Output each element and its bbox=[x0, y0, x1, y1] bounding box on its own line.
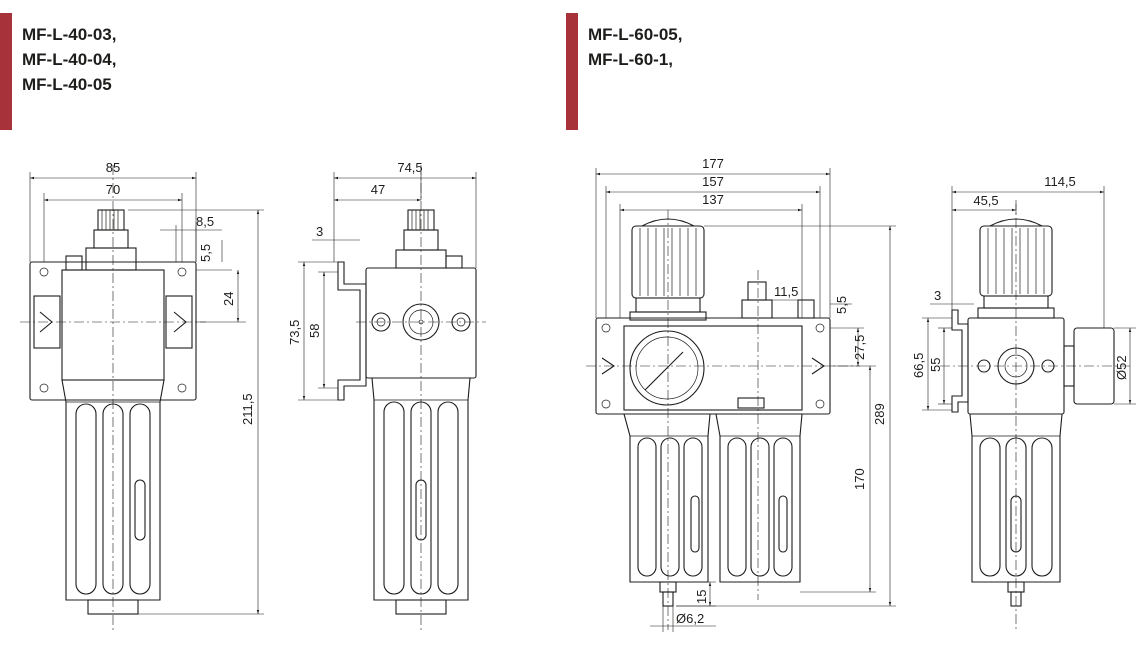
dim-55: 55 bbox=[928, 358, 943, 372]
dim-114-5: 114,5 bbox=[1044, 174, 1076, 189]
dim-47: 47 bbox=[371, 182, 385, 197]
dim-d52: Ø52 bbox=[1114, 355, 1129, 380]
accent-bar bbox=[0, 13, 12, 130]
drawing-l40-side: 74,5 47 3 73,5 58 bbox=[287, 160, 486, 630]
dim-70: 70 bbox=[106, 182, 120, 197]
dim-27-5: 27,5 bbox=[852, 335, 867, 360]
accent-bar bbox=[566, 13, 578, 130]
drawing-l40-front: 85 70 8,5 5,5 24 211,5 bbox=[20, 160, 264, 630]
dim-137: 137 bbox=[702, 192, 724, 207]
model-list-left: MF-L-40-03, MF-L-40-04, MF-L-40-05 bbox=[22, 25, 117, 94]
dim-58: 58 bbox=[307, 324, 322, 338]
dim-170: 170 bbox=[852, 468, 867, 490]
dim-5-5: 5,5 bbox=[198, 244, 213, 262]
dim-177: 177 bbox=[702, 156, 724, 171]
dim-11-5: 11,5 bbox=[774, 284, 798, 299]
dim-73-5: 73,5 bbox=[287, 320, 302, 345]
dim-8-5: 8,5 bbox=[196, 214, 214, 229]
dim-5-5-r: 5,5 bbox=[834, 296, 849, 314]
drawing-l60-side: 114,5 45,5 3 66,5 55 Ø52 bbox=[911, 174, 1136, 630]
dim-157: 157 bbox=[702, 174, 724, 189]
dim-24: 24 bbox=[221, 292, 236, 306]
dim-66-5: 66,5 bbox=[911, 353, 926, 378]
header-right: MF-L-60-05, MF-L-60-1, bbox=[566, 13, 966, 130]
dim-15: 15 bbox=[694, 590, 709, 604]
dim-d6-2: Ø6,2 bbox=[676, 611, 704, 626]
drawing-l60-front: 177 157 137 11,5 5,5 27,5 289 170 15 Ø6,… bbox=[586, 156, 896, 632]
model-list-right: MF-L-60-05, MF-L-60-1, bbox=[588, 25, 683, 69]
dim-289: 289 bbox=[872, 403, 887, 425]
dim-85: 85 bbox=[106, 160, 120, 175]
dim-45-5: 45,5 bbox=[973, 193, 998, 208]
dim-211-5: 211,5 bbox=[240, 393, 255, 425]
dim-3-r: 3 bbox=[934, 288, 941, 303]
dim-74-5: 74,5 bbox=[397, 160, 422, 175]
header-left: MF-L-40-03, MF-L-40-04, MF-L-40-05 bbox=[0, 13, 400, 130]
dim-3: 3 bbox=[316, 224, 323, 239]
